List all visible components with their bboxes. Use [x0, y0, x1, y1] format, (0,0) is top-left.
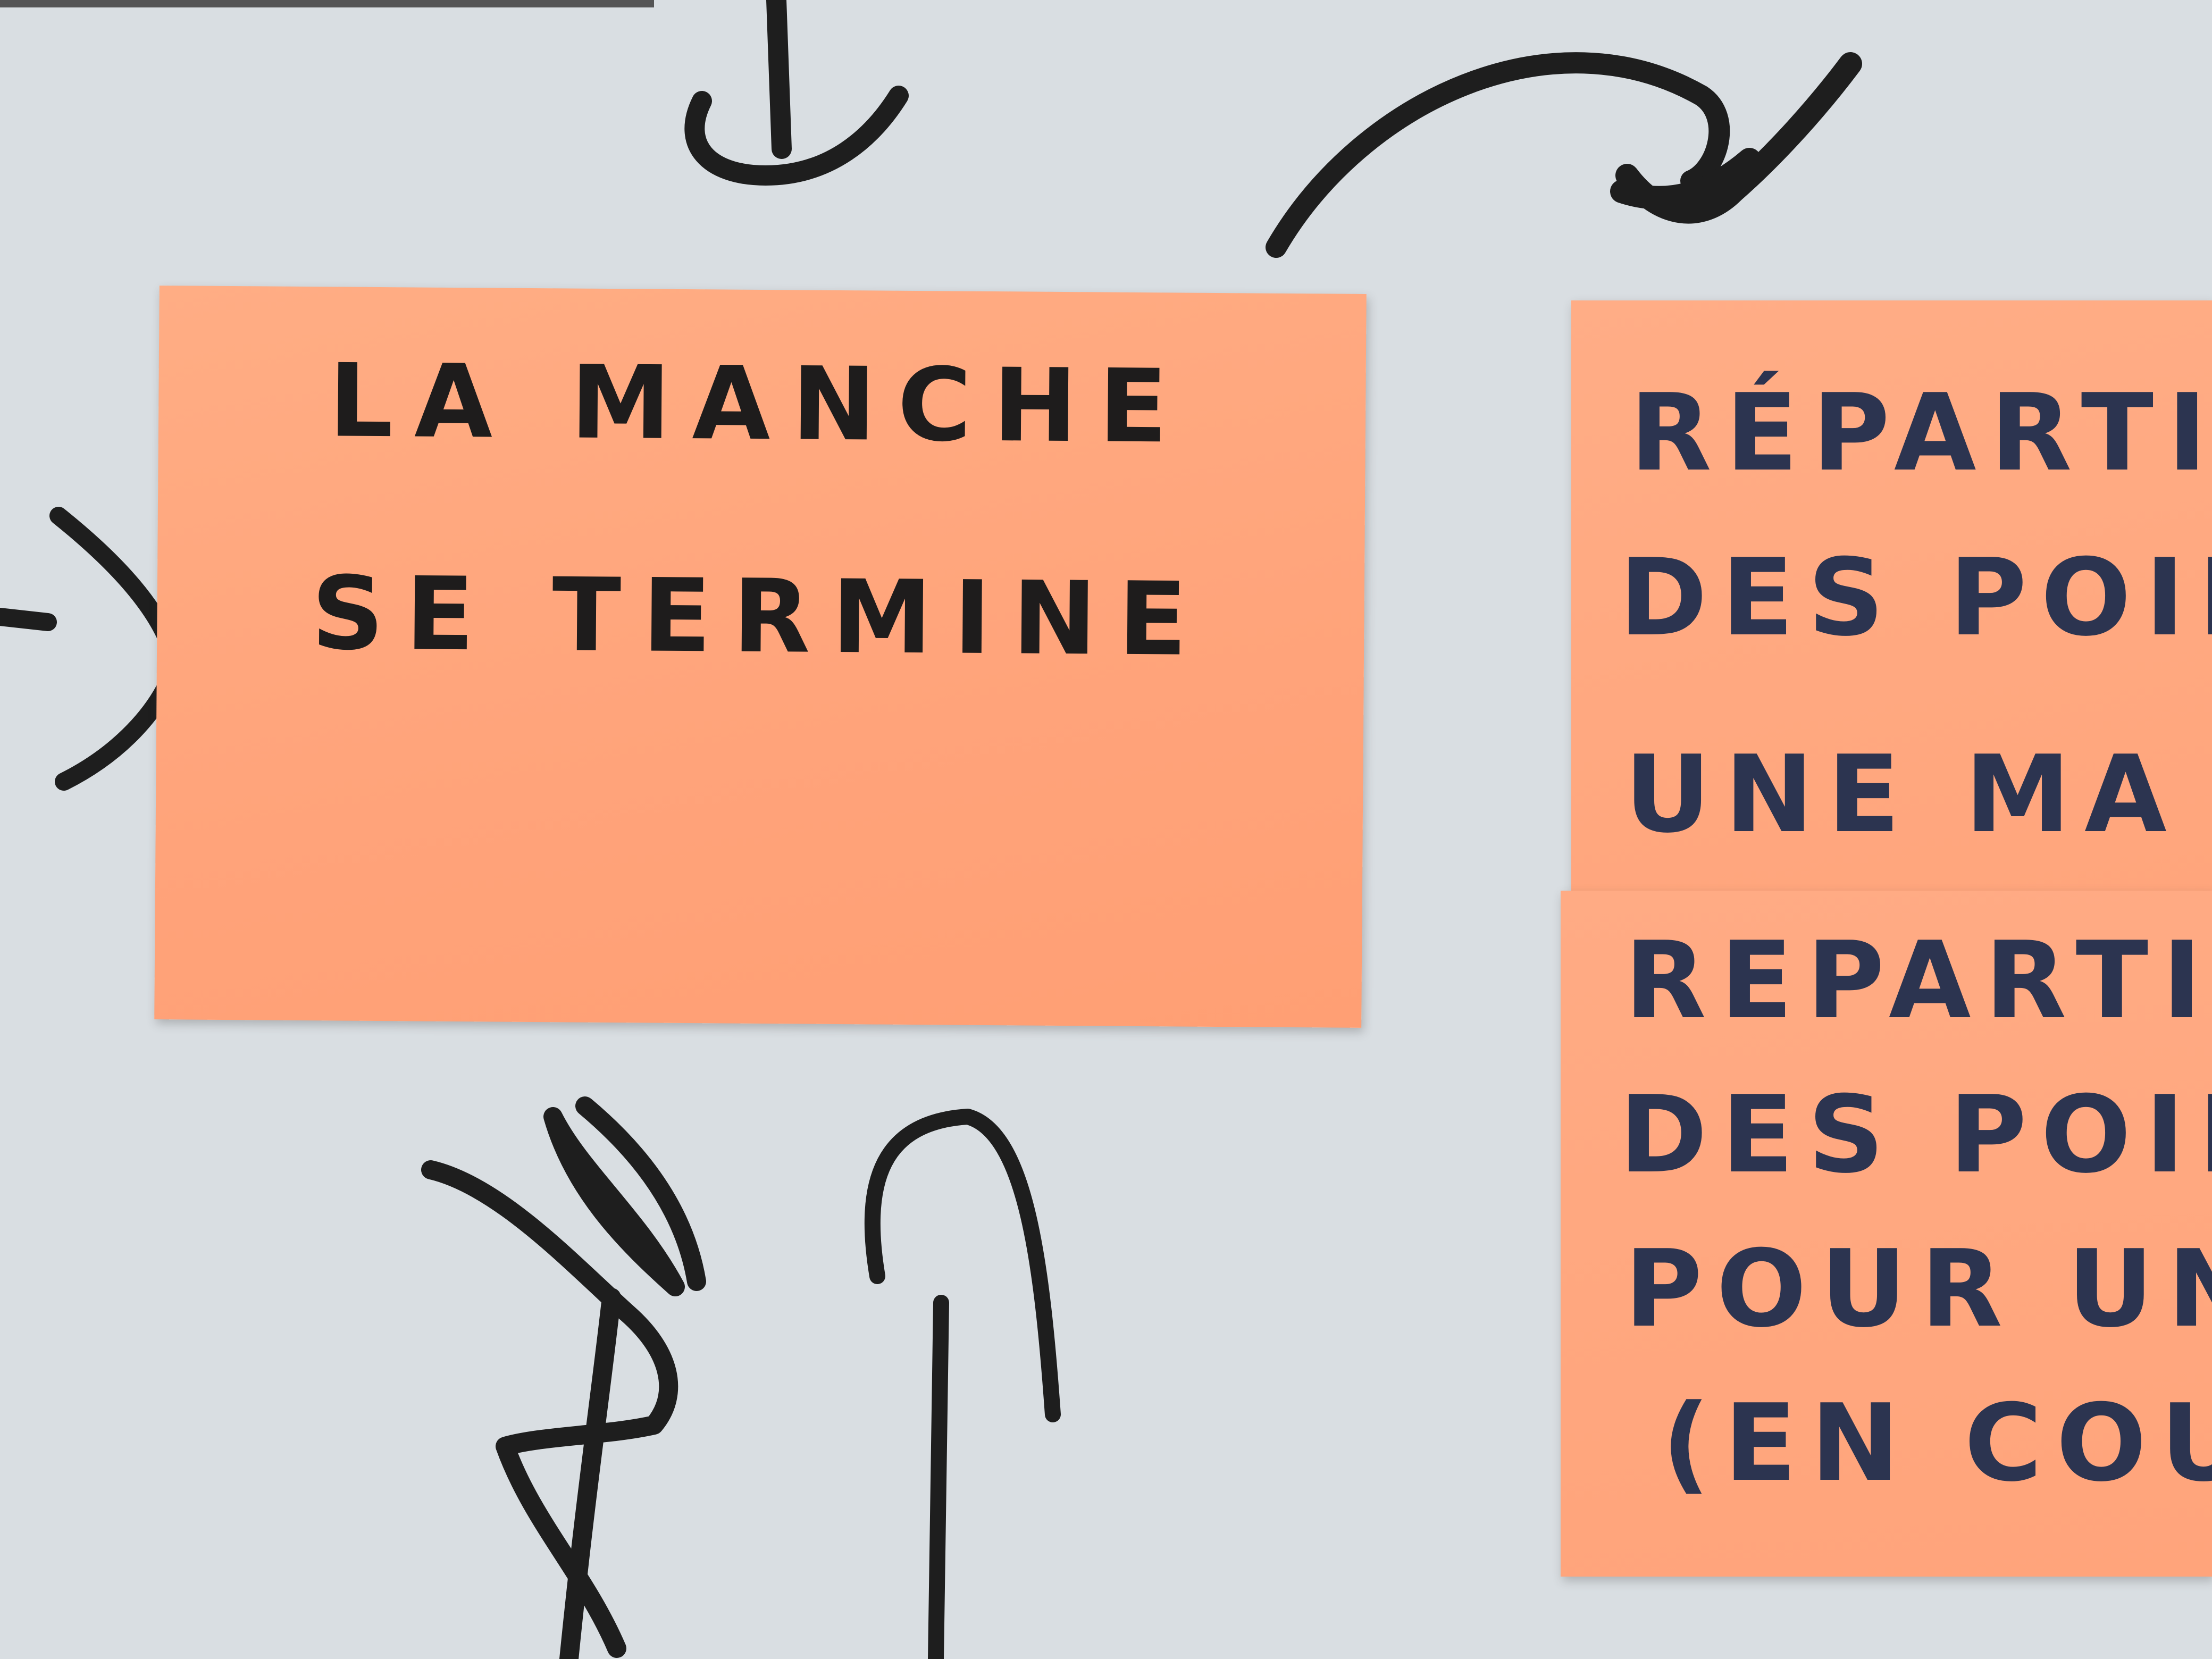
curved-arrow-top-icon	[1266, 52, 1730, 258]
sticky-note-repartition-top: RÉPARTIT DES POINTS UNE MA	[1571, 300, 2212, 893]
arrow-left-incoming-icon	[0, 507, 185, 791]
sticky-note-repartition-bottom: REPARTIT DES POIN POUR UN (EN COU	[1561, 891, 2212, 1577]
paper-top-edge	[0, 0, 654, 7]
note-text-line: REPARTIT	[1624, 919, 2212, 1043]
note-text-line: UNE MA	[1624, 733, 2181, 857]
note-text-line: DES POINTS	[1619, 536, 2212, 660]
arrow-top-left-icon	[684, 0, 909, 186]
scribble-arrow-bottom-icon	[421, 1096, 706, 1659]
arrowhead-top-right-icon	[1610, 52, 1862, 224]
note-text-line: (EN COU	[1662, 1381, 2212, 1505]
note-text-line: DES POIN	[1619, 1073, 2212, 1197]
note-text-line: LA MANCHE	[328, 342, 1189, 466]
note-text-line: SE TERMINE	[311, 555, 1209, 678]
sticky-note-la-manche: LA MANCHE SE TERMINE	[154, 286, 1367, 1028]
note-text-line: POUR UN	[1624, 1227, 2212, 1351]
arrow-bottom-up-icon	[864, 1109, 1061, 1659]
note-text-line: RÉPARTIT	[1630, 371, 2212, 495]
